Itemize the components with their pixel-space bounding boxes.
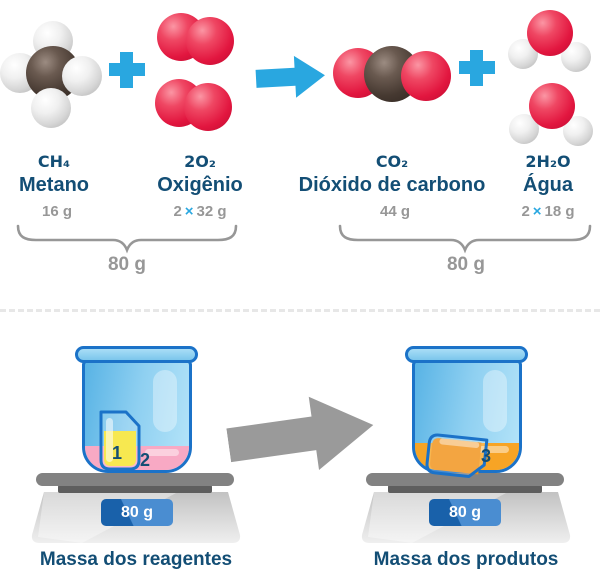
mass-label: 16 g <box>0 203 114 220</box>
dashed-divider <box>0 309 600 312</box>
times-icon: × <box>184 203 194 220</box>
formula-label: CH₄ <box>37 152 71 171</box>
oxygen-atom <box>527 10 573 56</box>
plus-icon <box>459 50 495 86</box>
species-name: Dióxido de carbono <box>298 174 486 196</box>
formula-label: 2H₂O <box>525 152 571 171</box>
arrow-right-icon <box>226 396 374 470</box>
left-scale-shadow <box>58 485 212 493</box>
liquid-highlight <box>145 449 179 456</box>
hydrogen-atom <box>62 56 102 96</box>
oxygen-atom <box>401 51 451 101</box>
glass-highlight <box>153 370 177 432</box>
arrow-right-icon <box>255 55 325 98</box>
substance-2-label: 2 <box>140 450 151 470</box>
right-scale-reading: 80 g <box>448 504 481 521</box>
left-beaker-rim <box>75 346 198 363</box>
left-caption: Massa dos reagentes <box>39 549 233 570</box>
substance-1-label: 1 <box>112 443 123 463</box>
small-beaker-yellow <box>99 410 141 471</box>
substance-3-label: 3 <box>481 446 492 466</box>
left-scale-platform <box>36 473 234 486</box>
species-label-oxygen: 2O₂ Oxigênio 2×32 g <box>125 152 275 220</box>
right-scale-shadow <box>388 485 542 493</box>
tipped-small-beaker <box>425 433 489 478</box>
species-name: Oxigênio <box>157 174 243 196</box>
right-caption: Massa dos produtos <box>373 549 559 570</box>
curly-brace-products <box>338 224 592 254</box>
species-label-water: 2H₂O Água 2×18 g <box>488 152 600 220</box>
oxygen-atom <box>529 83 575 129</box>
species-label-carbon-dioxide: CO₂ Dióxido de carbono 44 g <box>282 152 502 220</box>
right-scale-platform <box>366 473 564 486</box>
plus-icon <box>109 52 145 88</box>
times-icon: × <box>532 203 542 220</box>
right-scale-display: 80 g <box>429 499 501 526</box>
species-name: Água <box>523 174 573 196</box>
reagents-total-mass: 80 g <box>107 254 147 275</box>
right-beaker-rim <box>405 346 528 363</box>
formula-label: CO₂ <box>375 152 409 171</box>
curly-brace-reagents <box>16 224 238 254</box>
hydrogen-atom <box>31 88 71 128</box>
oxygen-atom <box>184 83 232 131</box>
species-label-methane: CH₄ Metano 16 g <box>0 152 114 220</box>
mass-label: 2×32 g <box>173 203 227 220</box>
mass-label: 2×18 g <box>521 203 575 220</box>
species-name: Metano <box>19 174 89 196</box>
oxygen-atom <box>186 17 234 65</box>
left-scale-display: 80 g <box>101 499 173 526</box>
glass-highlight <box>483 370 507 432</box>
products-total-mass: 80 g <box>446 254 486 275</box>
liquid-highlight <box>475 446 509 453</box>
formula-label: 2O₂ <box>184 152 216 171</box>
mass-label: 44 g <box>282 203 502 220</box>
left-scale-reading: 80 g <box>120 504 153 521</box>
